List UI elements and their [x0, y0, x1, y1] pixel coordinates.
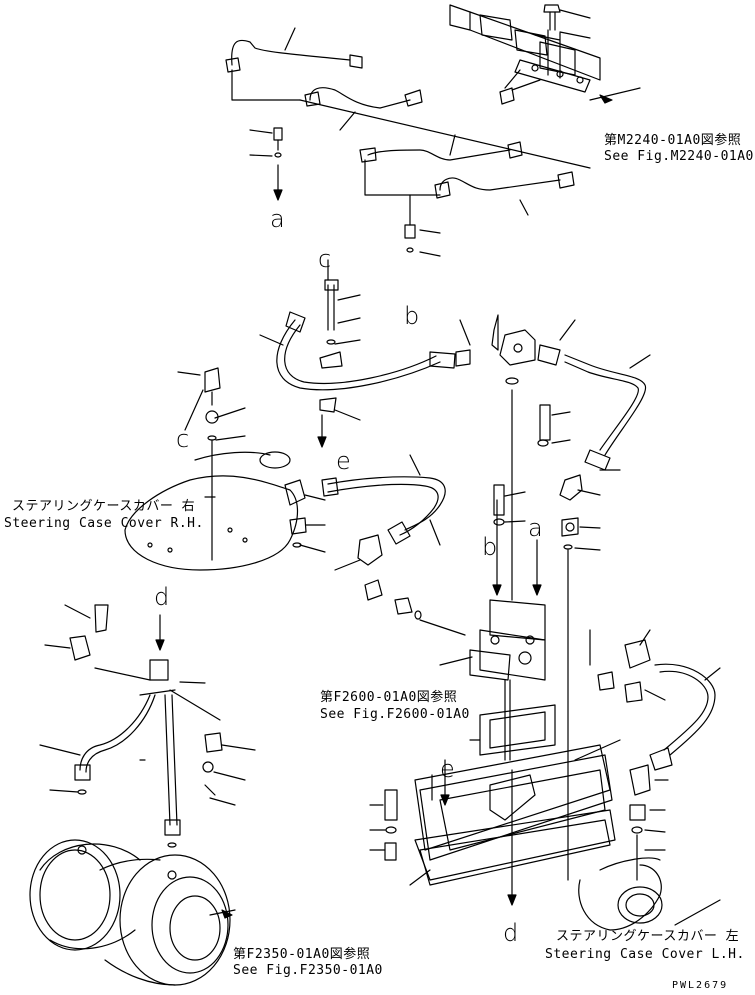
cover-rh — [124, 367, 326, 571]
connector-label-c-left: c — [176, 425, 190, 453]
hose-e — [321, 454, 466, 636]
connector-label-e-mid: e — [336, 447, 351, 475]
cover-lh-en: Steering Case Cover L.H. — [545, 947, 745, 962]
ref-f2350-jp: 第F2350-01A0図参照 — [233, 947, 371, 962]
connector-label-d-bottom: d — [503, 919, 519, 947]
valve-block-assembly — [449, 4, 641, 104]
connector-label-a-mid: a — [528, 514, 543, 542]
connector-label-e-bottom: e — [440, 755, 455, 783]
top-pipe-assembly-b — [359, 134, 575, 257]
ref-f2600-en: See Fig.F2600-01A0 — [320, 707, 470, 722]
drawing-code: PWL2679 — [672, 980, 729, 991]
connector-arrows — [327, 259, 450, 806]
cover-lh-housing — [578, 857, 721, 931]
connector-label-c-top: c — [318, 245, 332, 273]
centre-valve — [439, 389, 546, 761]
cover-lh-jp: ステアリングケースカバー 左 — [556, 929, 740, 944]
left-lower-pipes — [39, 604, 256, 848]
connector-label-d-left: d — [154, 583, 170, 611]
right-hose — [499, 319, 651, 881]
connector-label-b-mid: b — [482, 533, 498, 561]
right-lower-hose — [589, 629, 721, 881]
cover-plate-lh — [369, 704, 621, 906]
ref-m2240-jp: 第M2240-01A0図参照 — [604, 133, 742, 148]
top-pipe-assembly-a — [225, 27, 591, 201]
central-hose — [259, 279, 499, 448]
connector-label-a-top: a — [270, 205, 285, 233]
ref-m2240-en: See Fig.M2240-01A0 — [604, 149, 754, 164]
torque-converter — [29, 839, 236, 986]
cover-rh-jp: ステアリングケースカバー 右 — [12, 499, 196, 514]
connector-label-b-top: b — [404, 302, 420, 330]
ref-f2350-en: See Fig.F2350-01A0 — [233, 963, 383, 978]
cover-rh-en: Steering Case Cover R.H. — [4, 516, 204, 531]
ref-f2600-jp: 第F2600-01A0図参照 — [320, 690, 458, 705]
